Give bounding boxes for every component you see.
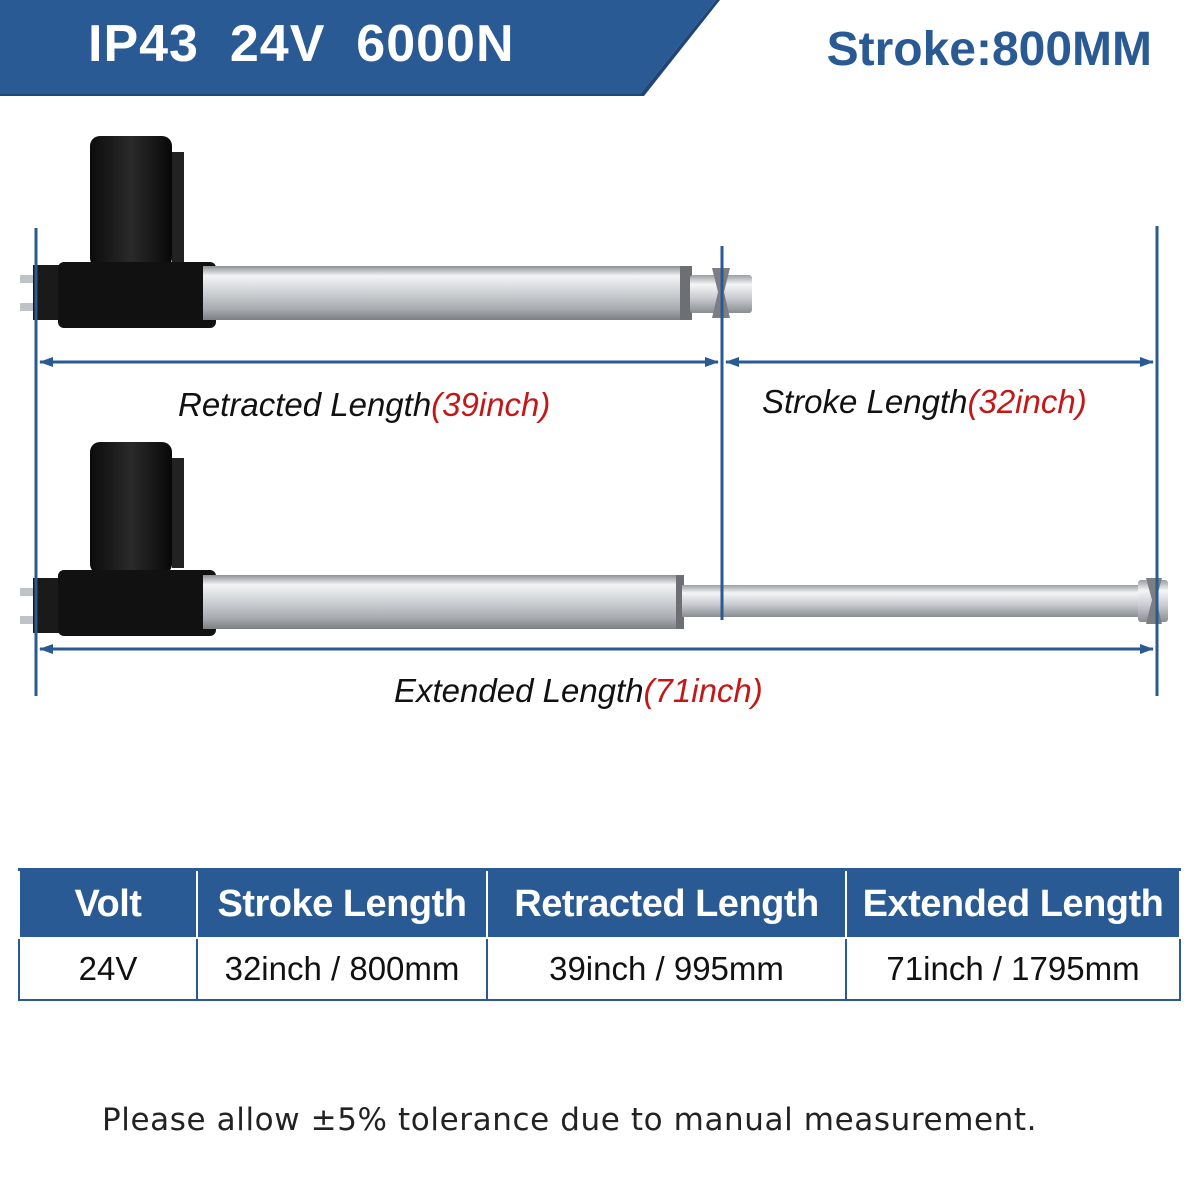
gearbox — [58, 262, 216, 328]
connector-pin — [20, 616, 36, 624]
extended-actuator — [20, 442, 1168, 636]
tube-cap — [680, 266, 692, 320]
retracted-actuator — [20, 136, 752, 328]
outer-tube — [203, 575, 679, 629]
retracted-length-text: Retracted Length — [178, 386, 432, 423]
actuator-diagram: Retracted Length(39inch) Stroke Length(3… — [0, 100, 1200, 740]
cell-retracted-length: 39inch / 995mm — [486, 937, 847, 1001]
diagram-drawing — [20, 136, 1168, 696]
connector-pin — [20, 275, 36, 283]
spec-table: Volt Stroke Length Retracted Length Exte… — [18, 868, 1181, 1001]
stroke-length-text: Stroke Length — [762, 383, 968, 420]
extended-length-value: (71inch) — [643, 672, 763, 709]
retracted-length-label: Retracted Length(39inch) — [178, 386, 550, 424]
header-stroke-length: Stroke Length — [196, 868, 488, 939]
motor-cap — [172, 152, 184, 262]
extended-length-text: Extended Length — [394, 672, 644, 709]
cell-volt: 24V — [18, 937, 198, 1001]
table-header-row: Volt Stroke Length Retracted Length Exte… — [18, 868, 1181, 939]
retracted-length-value: (39inch) — [431, 386, 551, 423]
motor-housing — [90, 136, 172, 268]
cell-extended-length: 71inch / 1795mm — [845, 937, 1181, 1001]
header-extended-length: Extended Length — [845, 868, 1181, 939]
banner-shape — [0, 0, 716, 94]
spec-title: IP43 24V 6000N — [88, 15, 515, 73]
extended-length-label: Extended Length(71inch) — [394, 672, 763, 710]
banner-background — [0, 0, 720, 96]
banner-edge — [0, 0, 720, 96]
header-banner: IP43 24V 6000N Stroke:800MM — [0, 0, 1200, 100]
outer-tube — [203, 266, 687, 320]
motor-cap — [172, 458, 184, 568]
table-row: 24V 32inch / 800mm 39inch / 995mm 71inch… — [18, 937, 1181, 1001]
header-volt: Volt — [18, 868, 198, 939]
tolerance-note: Please allow ±5% tolerance due to manual… — [102, 1102, 1038, 1138]
motor-housing — [90, 442, 172, 574]
rear-mount — [33, 265, 61, 320]
connector-pin — [20, 303, 36, 311]
extension-rod — [682, 585, 1160, 617]
stroke-title: Stroke:800MM — [826, 23, 1152, 76]
connector-pin — [20, 588, 36, 596]
header-retracted-length: Retracted Length — [486, 868, 847, 939]
tube-cap — [676, 575, 684, 629]
stroke-length-label: Stroke Length(32inch) — [762, 383, 1087, 421]
rear-mount — [33, 578, 61, 633]
cell-stroke-length: 32inch / 800mm — [196, 937, 488, 1001]
stroke-length-value: (32inch) — [967, 383, 1087, 420]
gearbox — [58, 570, 216, 636]
